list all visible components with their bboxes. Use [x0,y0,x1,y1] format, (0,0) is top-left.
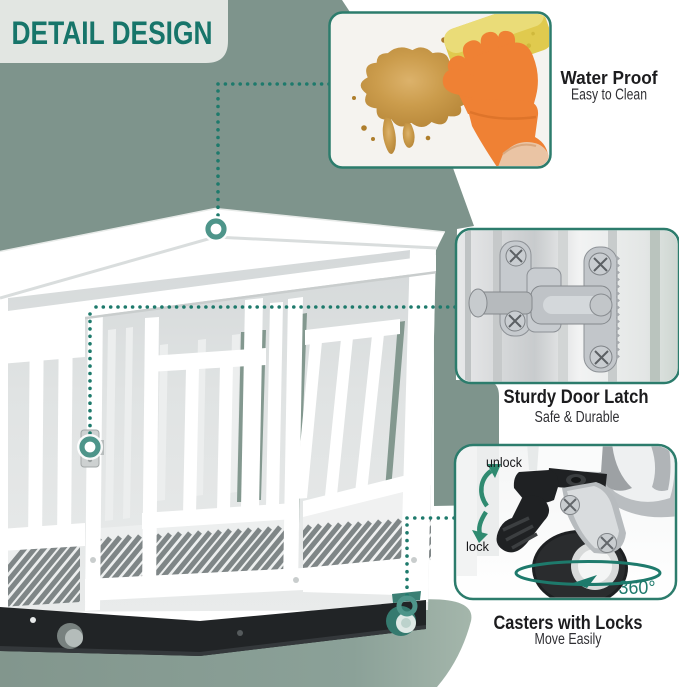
svg-text:Sturdy Door Latch: Sturdy Door Latch [504,387,649,408]
svg-text:Move Easily: Move Easily [535,631,602,648]
svg-text:lock: lock [466,539,490,554]
svg-text:unlock: unlock [486,455,522,470]
svg-text:Water Proof: Water Proof [561,67,659,88]
svg-text:360°: 360° [619,577,656,599]
svg-text:DETAIL DESIGN: DETAIL DESIGN [12,15,213,51]
svg-text:Casters with Locks: Casters with Locks [494,612,643,634]
svg-text:Easy to Clean: Easy to Clean [571,87,647,104]
svg-text:Safe & Durable: Safe & Durable [535,409,620,426]
